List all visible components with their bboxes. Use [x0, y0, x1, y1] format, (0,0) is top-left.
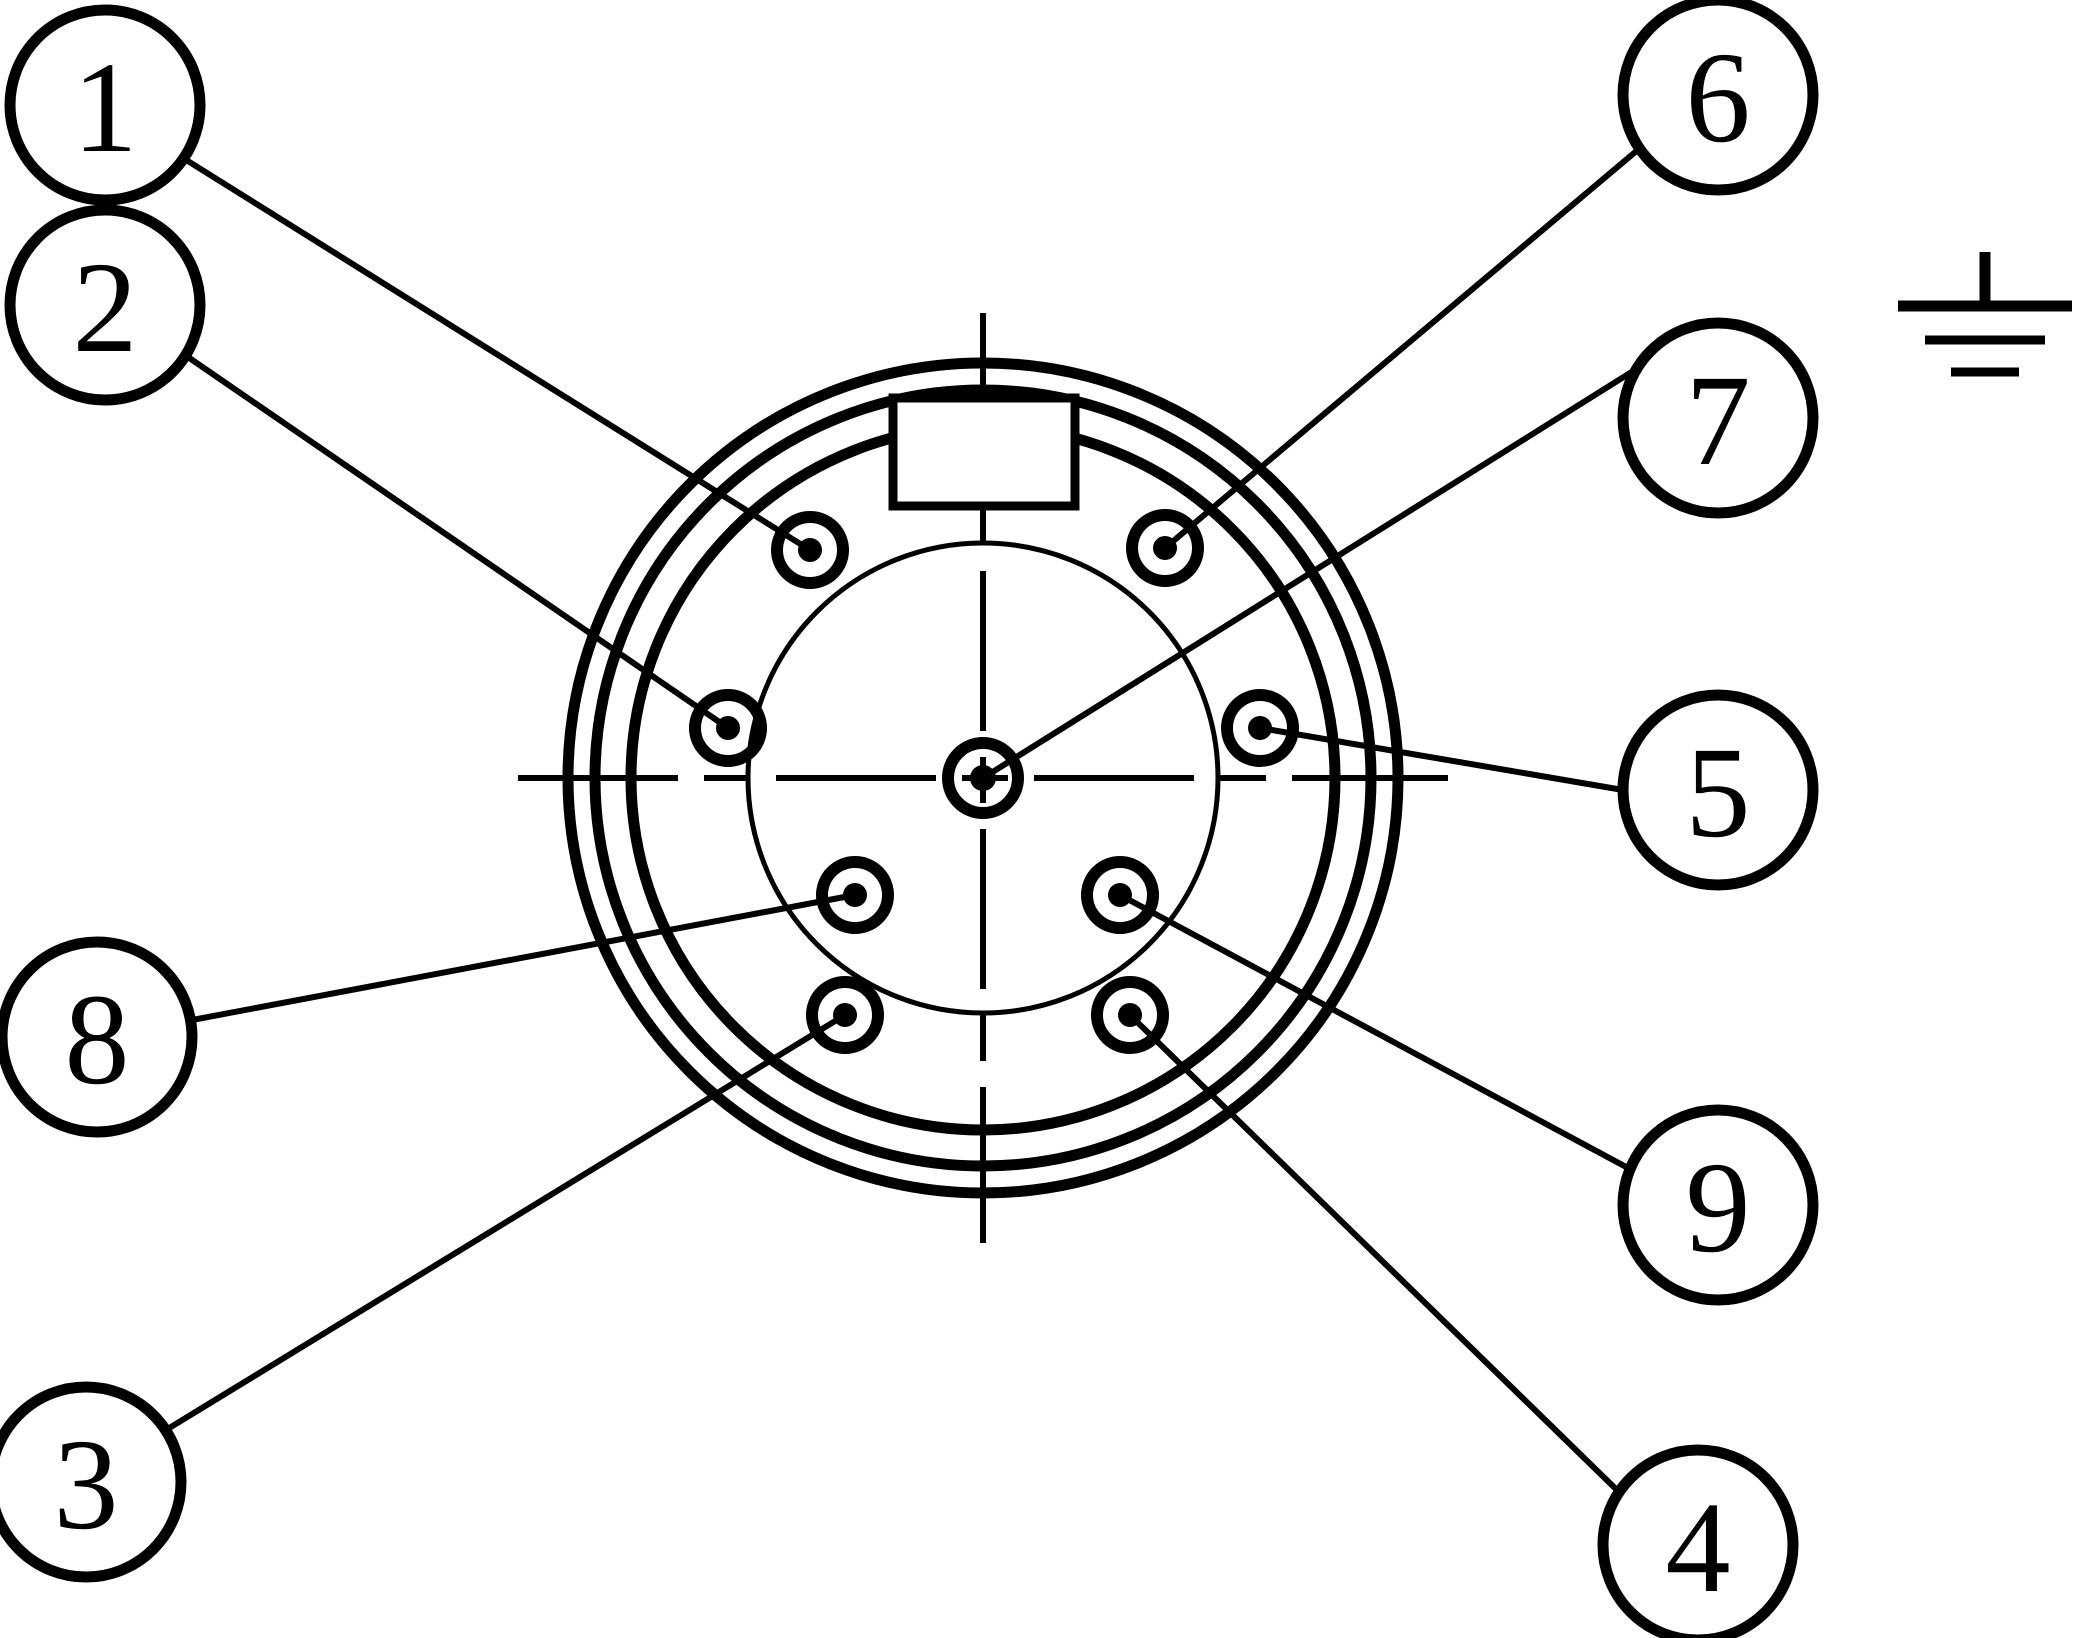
callout-4-label: 4	[1666, 1476, 1731, 1620]
callout-2-label: 2	[73, 236, 138, 380]
pin-6-barrel	[1126, 509, 1204, 587]
leader-line-group	[163, 145, 1643, 1495]
callout-9-circle[interactable]	[1617, 1104, 1819, 1306]
callout-3-label: 3	[54, 1413, 119, 1557]
pin-1	[771, 511, 849, 589]
callout-1-label: 1	[73, 36, 138, 180]
pin-contacts-group	[689, 509, 1299, 1054]
pin-1-barrel	[771, 511, 849, 589]
callout-7-circle[interactable]	[1617, 317, 1819, 519]
callout-5-circle[interactable]	[1617, 689, 1819, 891]
pin-5-core	[1248, 716, 1272, 740]
pin-6-core	[1153, 536, 1177, 560]
callout-9[interactable]: 9	[1617, 1104, 1819, 1306]
callout-7-label: 7	[1686, 349, 1751, 493]
pin-3-core	[833, 1003, 857, 1027]
center-contact-barrel	[942, 737, 1024, 819]
pin-3-barrel	[806, 976, 884, 1054]
callout-6-circle[interactable]	[1617, 0, 1819, 196]
leader-line-1	[180, 155, 813, 553]
pin-5-barrel	[1221, 689, 1299, 767]
pin-3	[806, 976, 884, 1054]
pin-9-core	[1108, 883, 1132, 907]
pin-4-core	[1118, 1003, 1142, 1027]
pin-2-barrel	[689, 689, 767, 767]
pin-8-core	[843, 883, 867, 907]
callout-3-circle[interactable]	[0, 1381, 187, 1583]
callout-1[interactable]: 1	[4, 4, 206, 206]
callout-3[interactable]: 3	[0, 1381, 187, 1583]
center-contact	[942, 737, 1024, 819]
insert-face-ring	[745, 540, 1221, 1016]
callout-5[interactable]: 5	[1617, 689, 1819, 891]
callout-2[interactable]: 2	[4, 204, 206, 406]
leader-line-3	[163, 1012, 848, 1433]
callout-balloons-group: 1 2 3 4 5 6 7 8 9	[0, 0, 1819, 1638]
leader-line-8	[189, 892, 858, 1023]
pin-8-barrel	[816, 856, 894, 934]
leader-line-6	[1162, 145, 1643, 551]
callout-1-circle[interactable]	[4, 4, 206, 206]
callout-4-circle[interactable]	[1597, 1444, 1799, 1638]
pin-4	[1091, 976, 1169, 1054]
callout-6[interactable]: 6	[1617, 0, 1819, 196]
pin-4-barrel	[1091, 976, 1169, 1054]
outer-shell-ring	[562, 357, 1404, 1199]
keyway-slot	[888, 393, 1080, 511]
pin-9-barrel	[1081, 856, 1159, 934]
pin-2	[689, 689, 767, 767]
leader-line-5	[1257, 725, 1626, 793]
callout-8-circle[interactable]	[0, 936, 198, 1138]
pin-2-core	[716, 716, 740, 740]
callout-2-circle[interactable]	[4, 204, 206, 406]
polarizing-keyway	[888, 393, 1080, 511]
callout-8-label: 8	[65, 968, 130, 1112]
callout-8[interactable]: 8	[0, 936, 198, 1138]
leader-line-4	[1127, 1012, 1622, 1495]
callout-9-label: 9	[1686, 1136, 1751, 1280]
leader-line-2	[182, 352, 731, 731]
callout-7[interactable]: 7	[1617, 317, 1819, 519]
leader-line-9	[1117, 892, 1631, 1171]
callout-4[interactable]: 4	[1597, 1444, 1799, 1638]
earth-ground-symbol	[1898, 252, 2072, 377]
pin-5	[1221, 689, 1299, 767]
pin-9	[1081, 856, 1159, 934]
pin-6	[1126, 509, 1204, 587]
middle-shell-ring	[589, 384, 1377, 1172]
insert-face-ring	[745, 540, 1221, 1016]
pin-8	[816, 856, 894, 934]
callout-6-label: 6	[1686, 26, 1751, 170]
callout-5-label: 5	[1686, 721, 1751, 865]
pin-1-core	[798, 538, 822, 562]
center-contact-core	[970, 765, 996, 791]
